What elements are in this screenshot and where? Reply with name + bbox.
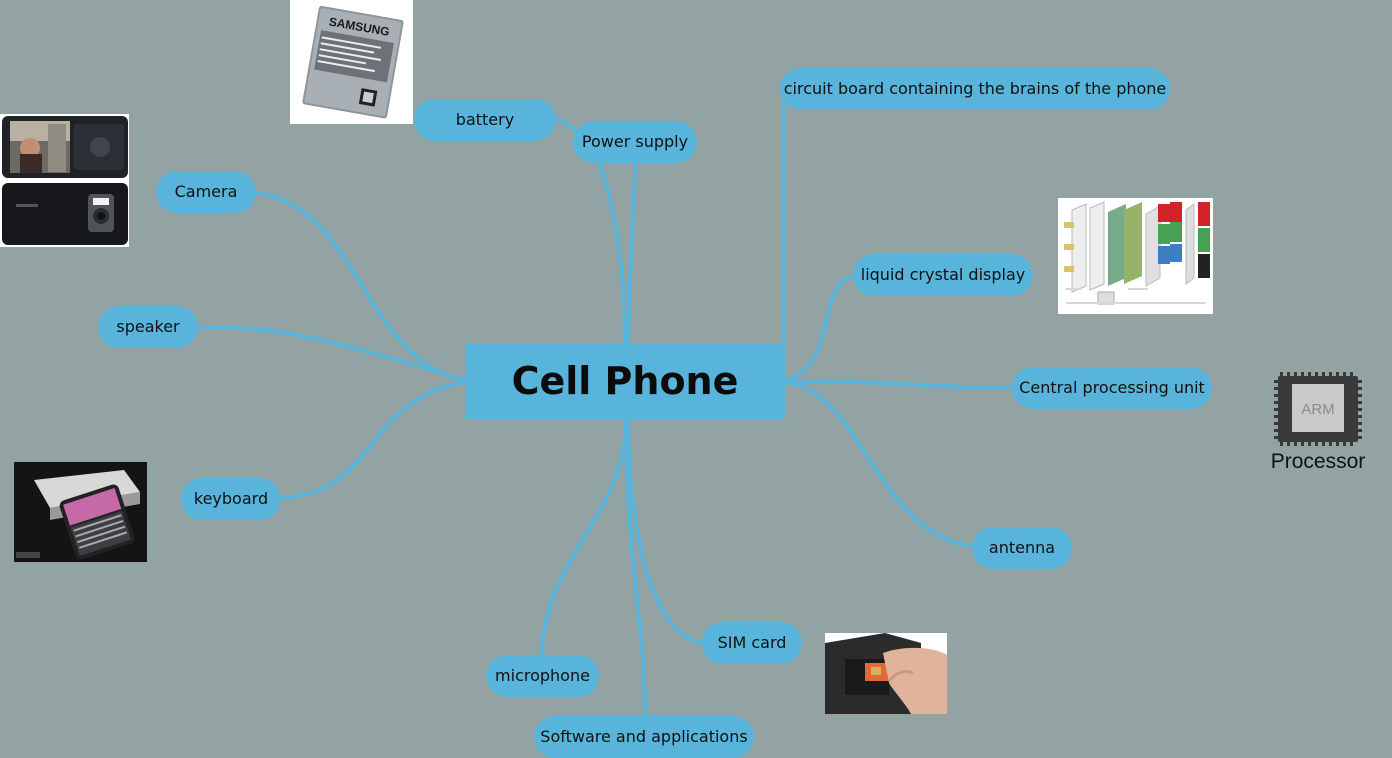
link-lcd (786, 274, 858, 382)
node-antenna[interactable]: antenna (972, 527, 1072, 569)
camera-phone-icon (2, 116, 128, 245)
processor-chip-text: ARM (1301, 401, 1334, 418)
node-power-supply[interactable]: Power supply (573, 121, 697, 163)
central-topic[interactable]: Cell Phone (465, 344, 785, 419)
node-camera[interactable]: Camera (156, 171, 256, 213)
link-sim (626, 417, 707, 645)
link-camera (248, 190, 467, 382)
node-software[interactable]: Software and applications (534, 716, 754, 758)
lcd-diagram-image (1058, 198, 1213, 314)
processor-chip-image: ARM (1274, 372, 1362, 446)
link-antenna (786, 381, 977, 548)
node-keyboard[interactable]: keyboard (181, 478, 281, 520)
sim-card-icon (825, 633, 947, 714)
link-speaker (193, 324, 467, 382)
link-software (624, 417, 647, 720)
processor-caption: Processor (1270, 450, 1366, 473)
lcd-diagram-icon (1058, 198, 1213, 314)
node-microphone[interactable]: microphone (486, 655, 599, 697)
link-power-supply-2 (626, 158, 638, 347)
link-cpu (786, 379, 1017, 390)
link-microphone (539, 417, 628, 662)
link-circuit-board (781, 86, 792, 348)
node-battery[interactable]: battery (414, 99, 556, 141)
node-lcd[interactable]: liquid crystal display (853, 254, 1033, 296)
node-speaker[interactable]: speaker (98, 306, 198, 348)
battery-icon: SAMSUNG (302, 5, 404, 119)
camera-phone-image (0, 114, 129, 247)
keyboard-phone-icon (14, 462, 147, 562)
processor-chip-icon: ARM (1274, 372, 1362, 446)
node-cpu[interactable]: Central processing unit (1012, 367, 1212, 409)
link-keyboard (276, 380, 467, 500)
sim-card-image (825, 633, 947, 714)
node-circuit-board[interactable]: circuit board containing the brains of t… (780, 68, 1170, 110)
link-power-supply (593, 148, 627, 347)
keyboard-phone-image (14, 462, 147, 562)
battery-image: SAMSUNG (290, 0, 413, 124)
node-sim-card[interactable]: SIM card (702, 622, 802, 664)
